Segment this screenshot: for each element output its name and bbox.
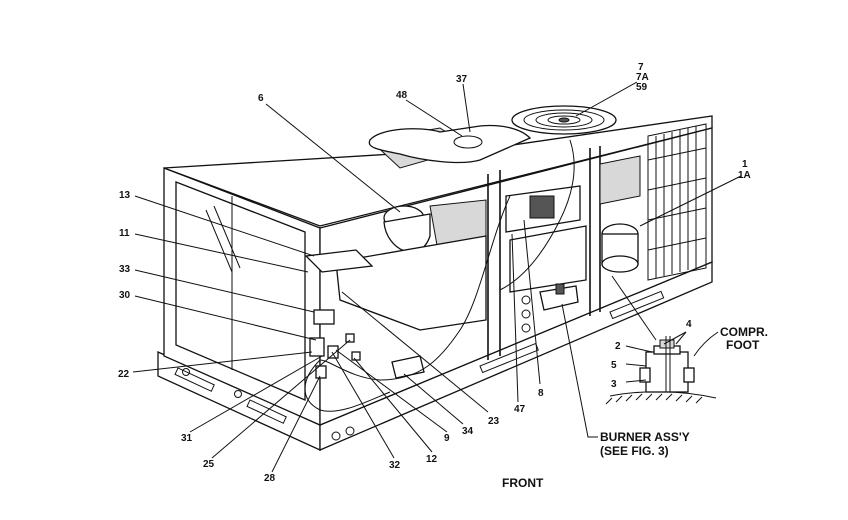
detail-callout-4: 4 bbox=[686, 319, 692, 330]
inducer-motor-cover bbox=[368, 124, 532, 164]
callout-7: 7 bbox=[638, 62, 644, 73]
callout-31: 31 bbox=[181, 433, 193, 444]
detail-callout-3: 3 bbox=[611, 379, 617, 390]
base-rail-holes bbox=[174, 290, 665, 441]
text-labels: COMPR. FOOT BURNER ASS'Y (SEE FIG. 3) FR… bbox=[502, 325, 768, 490]
callout-30: 30 bbox=[119, 290, 131, 301]
leader-lines bbox=[132, 81, 742, 473]
indoor-coil bbox=[599, 155, 641, 205]
callout-numbers: 6 48 37 7 7A 59 1 1A 13 11 33 30 22 31 2… bbox=[118, 62, 751, 484]
callout-32: 32 bbox=[389, 460, 401, 471]
burner-assembly-label-line2: (SEE FIG. 3) bbox=[600, 444, 669, 458]
burner-assembly bbox=[539, 283, 579, 311]
callout-11: 11 bbox=[119, 228, 130, 239]
callout-47: 47 bbox=[514, 404, 526, 415]
detail-callout-2: 2 bbox=[615, 341, 621, 352]
callout-7a: 7A bbox=[636, 72, 649, 83]
detail-callout-5: 5 bbox=[611, 360, 617, 371]
callout-34: 34 bbox=[462, 426, 474, 437]
callout-37: 37 bbox=[456, 74, 468, 85]
compressor-foot-detail bbox=[605, 331, 719, 405]
burner-assembly-label-line1: BURNER ASS'Y bbox=[600, 430, 690, 444]
callout-28: 28 bbox=[264, 473, 276, 484]
callout-33: 33 bbox=[119, 264, 131, 275]
compressor bbox=[601, 223, 639, 273]
callout-9: 9 bbox=[444, 433, 450, 444]
callout-59: 59 bbox=[636, 82, 648, 93]
compressor-foot-label-line1: COMPR. bbox=[720, 325, 768, 339]
wiring-harness bbox=[304, 139, 575, 412]
callout-8: 8 bbox=[538, 388, 544, 399]
callout-1a: 1A bbox=[738, 170, 751, 181]
callout-48: 48 bbox=[396, 90, 408, 101]
callout-6: 6 bbox=[258, 93, 264, 104]
callout-1: 1 bbox=[742, 159, 748, 170]
callout-23: 23 bbox=[488, 416, 500, 427]
condenser-coil-grille bbox=[647, 123, 707, 281]
front-label: FRONT bbox=[502, 476, 544, 490]
condenser-fan bbox=[511, 105, 617, 135]
blower-assembly bbox=[335, 199, 487, 331]
control-box bbox=[304, 249, 374, 379]
callout-22: 22 bbox=[118, 369, 130, 380]
compressor-foot-label-line2: FOOT bbox=[726, 338, 760, 352]
callout-12: 12 bbox=[426, 454, 438, 465]
callout-25: 25 bbox=[203, 459, 215, 470]
callout-13: 13 bbox=[119, 190, 131, 201]
